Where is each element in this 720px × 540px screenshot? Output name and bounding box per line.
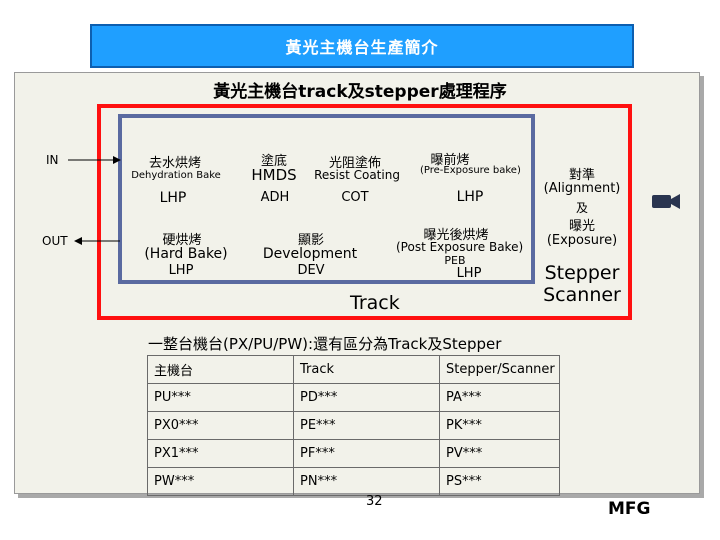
hmds-en: HMDS <box>251 166 297 184</box>
table-cell: PS*** <box>439 467 560 496</box>
table-cell: PE*** <box>293 411 440 440</box>
stepper-scanner-label: Stepper Scanner <box>543 262 621 306</box>
camera-icon <box>652 194 680 209</box>
alignment-and: 及 <box>575 201 588 215</box>
out-label: OUT <box>42 234 68 248</box>
table-cell: PX1*** <box>147 439 294 468</box>
dehydration-unit: LHP <box>159 190 187 206</box>
table-cell: PX0*** <box>147 411 294 440</box>
table-cell: PK*** <box>439 411 560 440</box>
table-row: PU*** PD*** PA*** <box>147 383 560 412</box>
pre-exposure-unit: LHP <box>456 189 484 205</box>
table-row: 主機台 Track Stepper/Scanner <box>147 355 560 384</box>
page-number: 32 <box>366 494 383 509</box>
table-cell: PV*** <box>439 439 560 468</box>
exposure-zh: 曝光 <box>568 219 595 234</box>
table-cell: Stepper/Scanner <box>439 355 560 384</box>
hard-bake-unit: LHP <box>168 263 194 278</box>
pre-exposure-zh: 曝前烤 <box>430 153 470 168</box>
page-banner: 黃光主機台生產簡介 <box>90 24 634 68</box>
resist-unit: COT <box>341 190 369 205</box>
machine-table: 主機台 Track Stepper/Scanner PU*** PD*** PA… <box>147 355 560 496</box>
page-title: 黃光主機台生產簡介 <box>285 38 439 57</box>
develop-zh: 顯影 <box>297 233 324 248</box>
machine-note: 一整台機台(PX/PU/PW):還有區分為Track及Stepper <box>148 335 502 353</box>
develop-unit: DEV <box>297 263 325 278</box>
hmds-unit: ADH <box>260 190 290 205</box>
resist-en: Resist Coating <box>314 168 400 182</box>
table-row: PX1*** PF*** PV*** <box>147 439 560 468</box>
table-row: PW*** PN*** PS*** <box>147 467 560 496</box>
table-cell: Track <box>293 355 440 384</box>
peb-abbr: PEB <box>444 254 466 267</box>
in-label: IN <box>46 153 59 167</box>
track-frame <box>118 114 535 284</box>
table-cell: PN*** <box>293 467 440 496</box>
whole-machine-frame <box>97 104 632 320</box>
table-row: PX0*** PE*** PK*** <box>147 411 560 440</box>
develop-en: Development <box>262 246 358 262</box>
table-cell: PA*** <box>439 383 560 412</box>
hard-bake-en: (Hard Bake) <box>144 246 228 262</box>
alignment-zh: 對準 <box>568 168 595 183</box>
hard-bake-zh: 硬烘烤 <box>162 233 202 248</box>
peb-unit: LHP <box>456 266 482 281</box>
department-label: MFG <box>608 499 651 519</box>
dehydration-zh: 去水烘烤 <box>148 156 201 171</box>
dehydration-en: Dehydration Bake <box>131 170 221 181</box>
resist-zh: 光阻塗佈 <box>328 156 381 171</box>
table-cell: PU*** <box>147 383 294 412</box>
table-cell: PF*** <box>293 439 440 468</box>
pre-exposure-en: (Pre-Exposure bake) <box>420 165 521 176</box>
track-label: Track <box>350 292 400 314</box>
peb-zh: 曝光後烘烤 <box>423 228 489 243</box>
peb-en: (Post Exposure Bake) <box>396 240 524 254</box>
process-subtitle: 黃光主機台track及stepper處理程序 <box>213 82 507 102</box>
hmds-zh: 塗底 <box>260 154 287 169</box>
exposure-en: (Exposure) <box>546 233 618 248</box>
table-cell: PW*** <box>147 467 294 496</box>
alignment-en: (Alignment) <box>543 181 621 196</box>
table-cell: 主機台 <box>147 355 294 384</box>
table-cell: PD*** <box>293 383 440 412</box>
